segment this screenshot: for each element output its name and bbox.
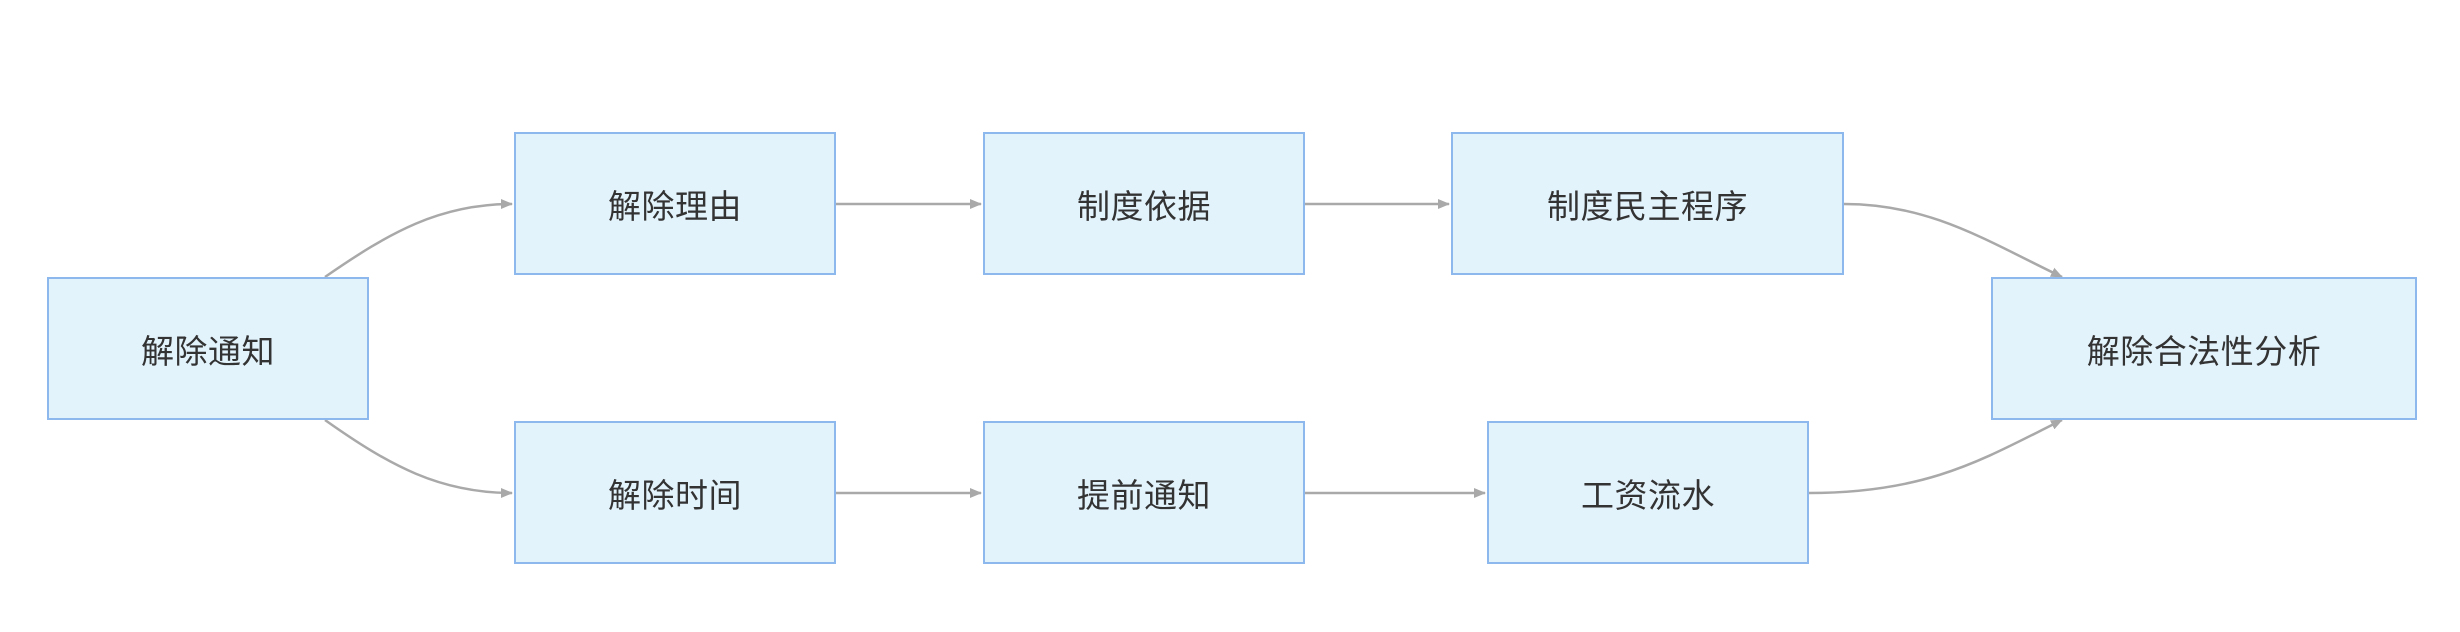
node-label: 制度依据 (1077, 186, 1211, 226)
edge-notice-to-reason (324, 199, 513, 279)
node-policy-basis[interactable]: 制度依据 (983, 132, 1305, 275)
edge-procedure-to-legality (1843, 202, 2063, 279)
node-label: 解除合法性分析 (2086, 331, 2322, 371)
node-label: 解除理由 (608, 186, 742, 226)
node-label: 提前通知 (1077, 475, 1211, 515)
node-label: 制度民主程序 (1547, 186, 1748, 226)
node-label: 解除通知 (141, 331, 275, 371)
edge-notice-to-time (324, 418, 513, 498)
edge-wage-to-legality (1808, 418, 2063, 495)
node-label: 解除时间 (608, 475, 742, 515)
node-advance-notice[interactable]: 提前通知 (983, 421, 1305, 564)
node-wage-records[interactable]: 工资流水 (1487, 421, 1809, 564)
node-democratic-procedure[interactable]: 制度民主程序 (1451, 132, 1844, 275)
node-label: 工资流水 (1581, 475, 1715, 515)
node-termination-notice[interactable]: 解除通知 (47, 277, 369, 420)
node-legality-analysis[interactable]: 解除合法性分析 (1991, 277, 2417, 420)
node-termination-time[interactable]: 解除时间 (514, 421, 836, 564)
node-termination-reason[interactable]: 解除理由 (514, 132, 836, 275)
